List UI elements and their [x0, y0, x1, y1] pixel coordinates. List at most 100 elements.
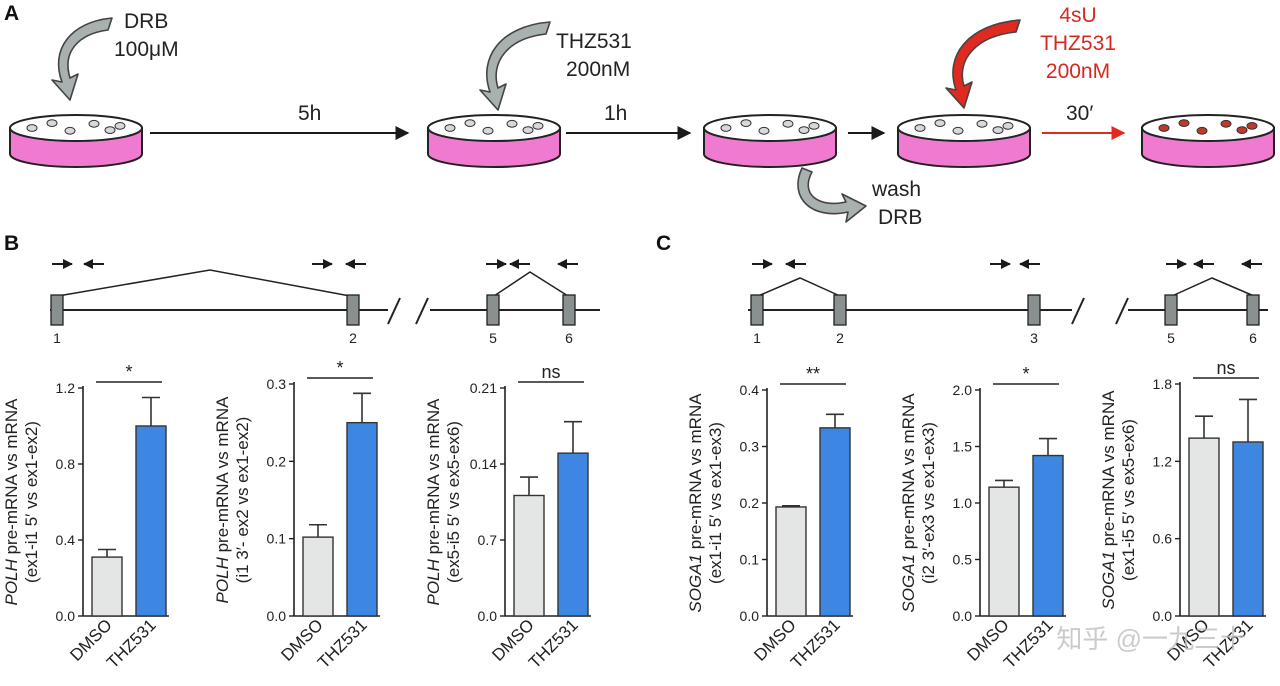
significance-label: *	[336, 358, 343, 378]
cell	[914, 124, 926, 132]
culture-dish	[897, 114, 1031, 168]
y-tick-label: 1.0	[953, 495, 973, 511]
significance-label: *	[1022, 364, 1029, 384]
exon-number: 6	[565, 330, 573, 346]
y-tick-label: 0.1	[740, 552, 760, 568]
cell	[1158, 124, 1170, 132]
time-30min-label: 30′	[1066, 102, 1093, 125]
y-axis-subtitle: (ex1-i1 5′ vs ex1-ex3)	[706, 422, 725, 584]
y-tick-label: 0.8	[56, 456, 76, 472]
y-tick-label: 0.1	[267, 531, 287, 547]
category-label: THZ531	[525, 615, 582, 672]
y-tick-label: 0.0	[478, 608, 498, 624]
curved-arrow-icon-red-4su	[945, 19, 1021, 109]
exon-number: 2	[836, 330, 844, 346]
exon-number: 1	[53, 330, 61, 346]
y-axis-title: SOGA1 pre-mRNA vs mRNA	[686, 393, 705, 613]
bar-dmso	[91, 556, 123, 617]
culture-dish	[9, 114, 143, 168]
culture-dish	[1141, 114, 1275, 168]
y-tick-label: 0.0	[267, 608, 287, 624]
exon-number: 1	[753, 330, 761, 346]
cell	[1246, 122, 1258, 130]
panel-label-c: C	[656, 232, 671, 255]
cell	[740, 119, 752, 127]
culture-dishes	[9, 114, 1275, 168]
cell	[114, 122, 126, 130]
panel-label-b: B	[4, 232, 19, 255]
time-5h-label: 5h	[298, 102, 321, 125]
significance-label: *	[125, 362, 132, 382]
exon-box	[486, 294, 500, 326]
bar-thz531	[1232, 441, 1264, 617]
y-tick-label: 0.5	[953, 552, 973, 568]
cell	[720, 124, 732, 132]
y-tick-label: 0.2	[267, 453, 287, 469]
time-1h-label: 1h	[604, 102, 627, 125]
bar-dmso	[775, 506, 807, 617]
y-axis-subtitle: (ex5-i5 5′ vs ex5-ex6)	[444, 421, 463, 583]
category-label: THZ531	[103, 615, 160, 672]
y-axis-title: POLH pre-mRNA vs mRNA	[424, 398, 443, 606]
curved-arrow-icon-wash	[797, 167, 867, 223]
cell	[782, 119, 794, 128]
culture-dish	[427, 114, 561, 168]
bar-thz531	[557, 452, 589, 617]
cell	[26, 124, 38, 132]
y-tick-label: 0.21	[470, 380, 497, 396]
y-tick-label: 0.4	[56, 532, 76, 548]
cell	[532, 122, 544, 130]
cell	[104, 126, 116, 135]
significance-label: ns	[1216, 358, 1235, 378]
category-label: THZ531	[314, 615, 371, 672]
exon-box	[750, 294, 764, 326]
y-tick-label: 0.7	[478, 532, 498, 548]
cell	[46, 119, 58, 127]
wash-drb-label: DRB	[878, 206, 922, 229]
cell	[88, 119, 100, 128]
exon-box	[833, 294, 847, 326]
exon-number: 5	[1167, 330, 1175, 346]
bar-thz531	[1032, 454, 1064, 617]
bar-dmso	[302, 536, 334, 617]
y-tick-label: 0.3	[740, 439, 760, 455]
watermark-text: 知乎 @一九三十	[1056, 624, 1246, 654]
y-tick-label: 1.2	[56, 380, 76, 396]
cell	[976, 119, 988, 128]
y-axis-title: POLH pre-mRNA vs mRNA	[2, 398, 21, 606]
y-tick-label: 1.2	[1153, 453, 1173, 469]
wash-label: wash	[871, 178, 921, 201]
significance-label: **	[806, 364, 820, 384]
cell	[758, 126, 770, 135]
y-tick-label: 0.6	[1153, 531, 1173, 547]
y-axis-title: SOGA1 pre-mRNA vs mRNA	[899, 393, 918, 613]
significance-label: ns	[541, 362, 560, 382]
gene-diagram-soga1: 1 2 3 5 6	[748, 259, 1268, 346]
panel-label-a: A	[4, 2, 19, 25]
cell	[464, 119, 476, 127]
curved-arrow-icon-drb	[51, 17, 113, 101]
bar-dmso	[988, 486, 1020, 617]
exon-number: 6	[1249, 330, 1257, 346]
cell	[522, 126, 534, 135]
y-axis-title: POLH pre-mRNA vs mRNA	[213, 396, 232, 604]
curved-arrow-icon-thz531	[479, 21, 551, 111]
exon-box	[50, 294, 64, 326]
gene-diagram-polh: 1 2 5 6	[50, 259, 600, 346]
cell	[1178, 119, 1190, 127]
y-axis-title: SOGA1 pre-mRNA vs mRNA	[1099, 390, 1118, 610]
cell	[952, 126, 964, 135]
cell	[506, 119, 518, 128]
4su-label: 4sU	[1059, 4, 1096, 27]
exon-box	[562, 294, 576, 326]
exon-number: 2	[349, 330, 357, 346]
drb-label: DRB	[124, 10, 168, 33]
y-tick-label: 1.8	[1153, 376, 1173, 392]
exon-number: 3	[1030, 330, 1038, 346]
y-tick-label: 0.3	[267, 376, 287, 392]
exon-box	[1164, 294, 1178, 326]
drb-dose-label: 100μM	[114, 38, 179, 61]
